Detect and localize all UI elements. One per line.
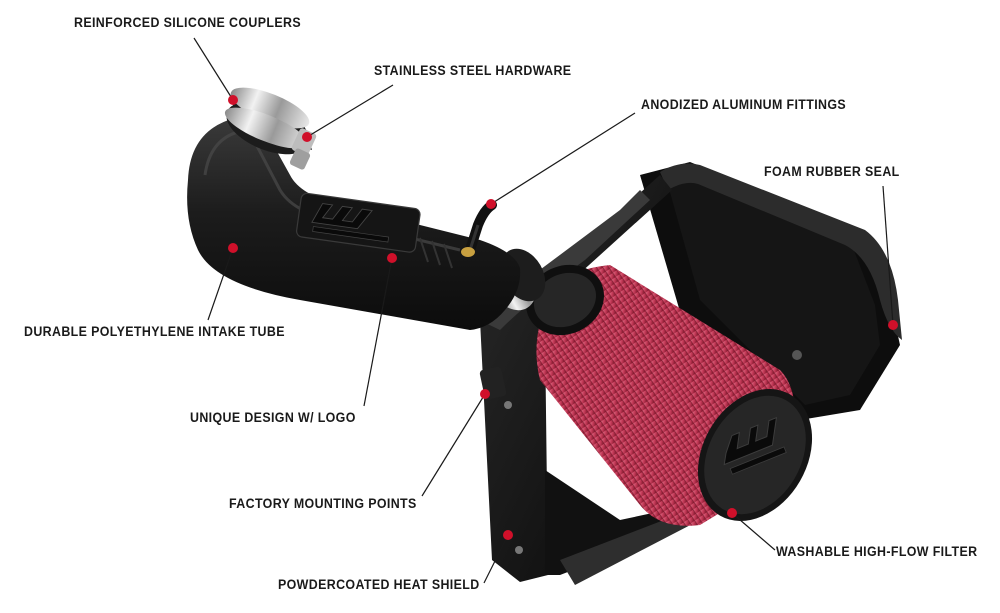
callout-dot (486, 199, 496, 209)
top-coupler (224, 87, 317, 170)
callout-dot (302, 132, 312, 142)
flowmaster-logo (723, 416, 787, 475)
label-reinforced-silicone-couplers: REINFORCED SILICONE COUPLERS (74, 15, 301, 30)
callout-dot (228, 95, 238, 105)
intake-tube (187, 117, 521, 330)
label-foam-rubber-seal: FOAM RUBBER SEAL (764, 164, 900, 179)
callout-dot (228, 243, 238, 253)
callout-dot (888, 320, 898, 330)
cone-filter (526, 264, 813, 526)
label-unique-design-logo: UNIQUE DESIGN W/ LOGO (190, 410, 356, 425)
label-washable-high-flow-filter: WASHABLE HIGH-FLOW FILTER (776, 544, 978, 559)
leader-lines (193, 37, 894, 584)
label-powdercoated-heat-shield: POWDERCOATED HEAT SHIELD (278, 577, 480, 592)
callout-dot (480, 389, 490, 399)
label-factory-mounting-points: FACTORY MOUNTING POINTS (229, 496, 417, 511)
label-stainless-steel-hardware: STAINLESS STEEL HARDWARE (374, 63, 572, 78)
callout-dot (387, 253, 397, 263)
callout-dot (503, 530, 513, 540)
label-anodized-aluminum-fittings: ANODIZED ALUMINUM FITTINGS (641, 97, 847, 112)
callout-dots (228, 95, 898, 540)
label-durable-polyethylene-intake-tube: DURABLE POLYETHYLENE INTAKE TUBE (24, 324, 285, 339)
callout-dot (727, 508, 737, 518)
